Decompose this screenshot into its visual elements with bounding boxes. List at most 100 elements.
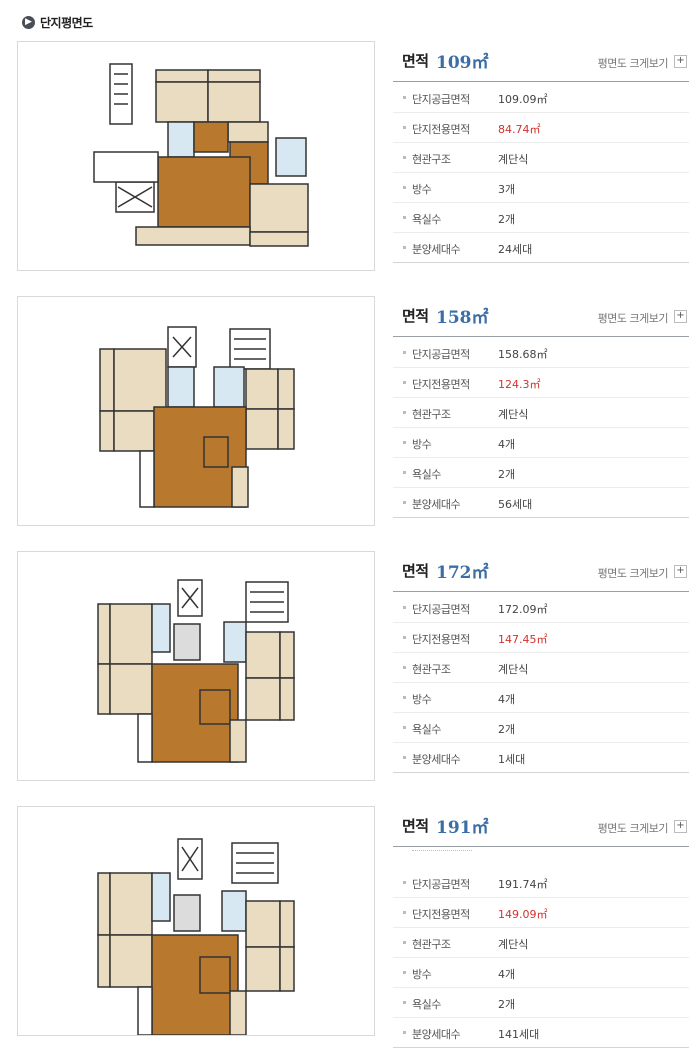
bullet-icon xyxy=(403,941,406,944)
plus-icon[interactable]: + xyxy=(674,310,687,323)
spec-value: 84.74㎡ xyxy=(498,123,541,136)
area-value: 172㎡ xyxy=(436,563,489,583)
bullet-icon xyxy=(403,756,406,759)
spec-label: 단지공급면적 xyxy=(412,93,470,106)
bullet-icon xyxy=(403,501,406,504)
bullet-icon xyxy=(403,726,406,729)
area-label: 면적 xyxy=(402,562,429,580)
spec-label: 욕실수 xyxy=(412,468,441,481)
bullet-icon xyxy=(403,381,406,384)
spec-label: 현관구조 xyxy=(412,153,451,166)
bullet-icon xyxy=(403,666,406,669)
bullet-icon xyxy=(403,216,406,219)
spec-value: 147.45㎡ xyxy=(498,633,548,646)
spec-value: 141세대 xyxy=(498,1028,540,1041)
spec-value: 계단식 xyxy=(498,663,529,676)
bullet-icon xyxy=(403,911,406,914)
spec-value: 56세대 xyxy=(498,498,533,511)
spec-label: 단지공급면적 xyxy=(412,878,470,891)
floorplan-drawing xyxy=(97,838,295,1035)
spec-value: 2개 xyxy=(498,213,516,226)
spec-label: 단지전용면적 xyxy=(412,633,470,646)
spec-value: 2개 xyxy=(498,468,516,481)
plus-icon[interactable]: + xyxy=(674,820,687,833)
info-header: 면적 172㎡ 평면도 크게보기 + xyxy=(393,551,689,592)
bullet-icon xyxy=(403,1031,406,1034)
spec-row: 욕실수 2개 xyxy=(393,458,689,488)
spec-value: 2개 xyxy=(498,723,516,736)
spec-label: 현관구조 xyxy=(412,408,451,421)
bullet-icon xyxy=(403,351,406,354)
spec-value: 4개 xyxy=(498,968,516,981)
spec-value: 계단식 xyxy=(498,938,529,951)
floorplan-image[interactable] xyxy=(17,551,375,781)
spec-label: 방수 xyxy=(412,968,432,981)
bullet-icon xyxy=(403,96,406,99)
bullet-icon xyxy=(403,186,406,189)
plus-icon[interactable]: + xyxy=(674,55,687,68)
bullet-icon xyxy=(403,636,406,639)
bullet-icon xyxy=(403,246,406,249)
area-label: 면적 xyxy=(402,307,429,325)
spec-label: 방수 xyxy=(412,183,432,196)
enlarge-floorplan-link[interactable]: 평면도 크게보기 xyxy=(597,567,669,580)
spec-value: 계단식 xyxy=(498,408,529,421)
floorplan-drawing xyxy=(97,579,295,763)
spec-label: 욕실수 xyxy=(412,998,441,1011)
info-header: 면적 191㎡ 평면도 크게보기 + xyxy=(393,806,689,847)
spec-row: 단지전용면적 147.45㎡ xyxy=(393,623,689,653)
spec-value: 158.68㎡ xyxy=(498,348,548,361)
floorplan-image[interactable] xyxy=(17,806,375,1036)
spec-label: 방수 xyxy=(412,438,432,451)
spec-label: 단지공급면적 xyxy=(412,348,470,361)
bullet-icon xyxy=(403,156,406,159)
bullet-icon xyxy=(403,606,406,609)
spec-label: 분양세대수 xyxy=(412,753,461,766)
spec-value: 109.09㎡ xyxy=(498,93,548,106)
bullet-icon xyxy=(403,1001,406,1004)
floorplan-image[interactable] xyxy=(17,296,375,526)
enlarge-floorplan-link[interactable]: 평면도 크게보기 xyxy=(597,57,669,70)
bullet-icon xyxy=(403,441,406,444)
spec-row: 단지공급면적 158.68㎡ xyxy=(393,338,689,368)
bullet-icon xyxy=(403,881,406,884)
spec-label: 현관구조 xyxy=(412,663,451,676)
spec-label: 분양세대수 xyxy=(412,243,461,256)
spec-row: 현관구조 계단식 xyxy=(393,398,689,428)
spec-value: 4개 xyxy=(498,693,516,706)
area-label: 면적 xyxy=(402,52,429,70)
enlarge-floorplan-link[interactable]: 평면도 크게보기 xyxy=(597,312,669,325)
area-value: 158㎡ xyxy=(436,308,489,328)
spec-label: 단지전용면적 xyxy=(412,908,470,921)
bullet-icon xyxy=(403,696,406,699)
floorplan-image[interactable] xyxy=(17,41,375,271)
spec-value: 1세대 xyxy=(498,753,526,766)
area-value: 191㎡ xyxy=(436,818,489,838)
bullet-icon xyxy=(403,126,406,129)
spec-label: 단지전용면적 xyxy=(412,378,470,391)
section-header: ▶ 단지평면도 xyxy=(22,12,93,32)
info-header: 면적 158㎡ 평면도 크게보기 + xyxy=(393,296,689,337)
plus-icon[interactable]: + xyxy=(674,565,687,578)
arrow-right-circle-icon: ▶ xyxy=(22,15,35,29)
divider xyxy=(412,850,472,855)
enlarge-floorplan-link[interactable]: 평면도 크게보기 xyxy=(597,822,669,835)
spec-label: 단지전용면적 xyxy=(412,123,470,136)
bullet-icon xyxy=(403,411,406,414)
